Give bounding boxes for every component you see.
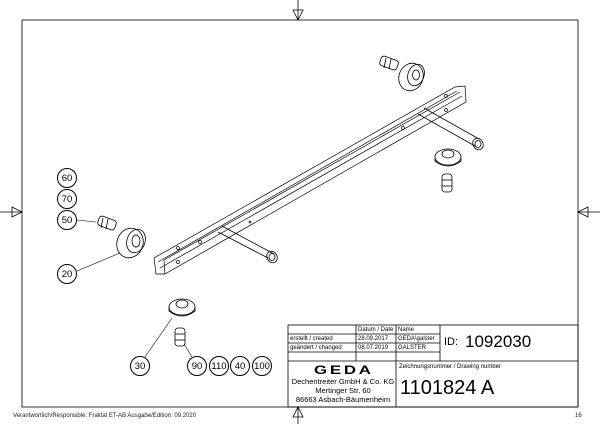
roller-right bbox=[398, 62, 425, 92]
changed-date: 08.07.2019 bbox=[358, 345, 389, 351]
balloon-50: 50 bbox=[57, 210, 77, 230]
created-date: 28.09.2017 bbox=[358, 336, 389, 342]
balloon-90: 90 bbox=[187, 356, 207, 376]
tube-left bbox=[217, 225, 278, 264]
balloon-110: 110 bbox=[209, 356, 229, 376]
company-street: Mertinger Str. 60 bbox=[315, 386, 371, 395]
drawing-number-label: Zeichnungsnummer / Drawing number bbox=[399, 364, 502, 370]
company-name: Dechentreiter GmbH & Co. KG bbox=[291, 377, 395, 386]
washer-right bbox=[434, 148, 462, 167]
changed-label: geändert / changed bbox=[290, 345, 342, 351]
date-header: Datum / Date bbox=[358, 327, 394, 333]
balloon-100: 100 bbox=[252, 356, 272, 376]
title-block-lines bbox=[287, 324, 579, 408]
created-label: erstellt / created bbox=[290, 336, 333, 342]
footer-responsible: Verantwortlich/Responsible: Fraktal ET-A… bbox=[13, 413, 197, 419]
id-label: ID: bbox=[444, 336, 459, 348]
page-number: 16 bbox=[575, 413, 582, 419]
created-name: GEDA\galster bbox=[398, 336, 435, 342]
changed-name: GALSTER bbox=[398, 345, 427, 351]
geda-logo: GEDA bbox=[314, 363, 374, 377]
bolt-left bbox=[97, 215, 117, 231]
roller-left bbox=[116, 227, 146, 259]
id-value: 1092030 bbox=[465, 332, 532, 351]
bolt-right-lower bbox=[441, 173, 453, 193]
company-city: 86663 Asbach-Bäumenheim bbox=[295, 395, 391, 404]
washer-bottom bbox=[168, 298, 196, 317]
balloon-70: 70 bbox=[57, 189, 77, 209]
leader-lines bbox=[76, 219, 193, 358]
name-header: Name bbox=[398, 327, 415, 333]
bolt-right bbox=[379, 55, 399, 71]
rail-part bbox=[153, 85, 467, 275]
drawing-number: 1101824 A bbox=[400, 377, 495, 399]
tube-right bbox=[417, 107, 484, 151]
balloon-20: 20 bbox=[57, 264, 77, 284]
balloon-60: 60 bbox=[57, 168, 77, 188]
balloon-40: 40 bbox=[230, 356, 250, 376]
bolt-bottom bbox=[174, 327, 186, 347]
balloon-30: 30 bbox=[130, 356, 150, 376]
